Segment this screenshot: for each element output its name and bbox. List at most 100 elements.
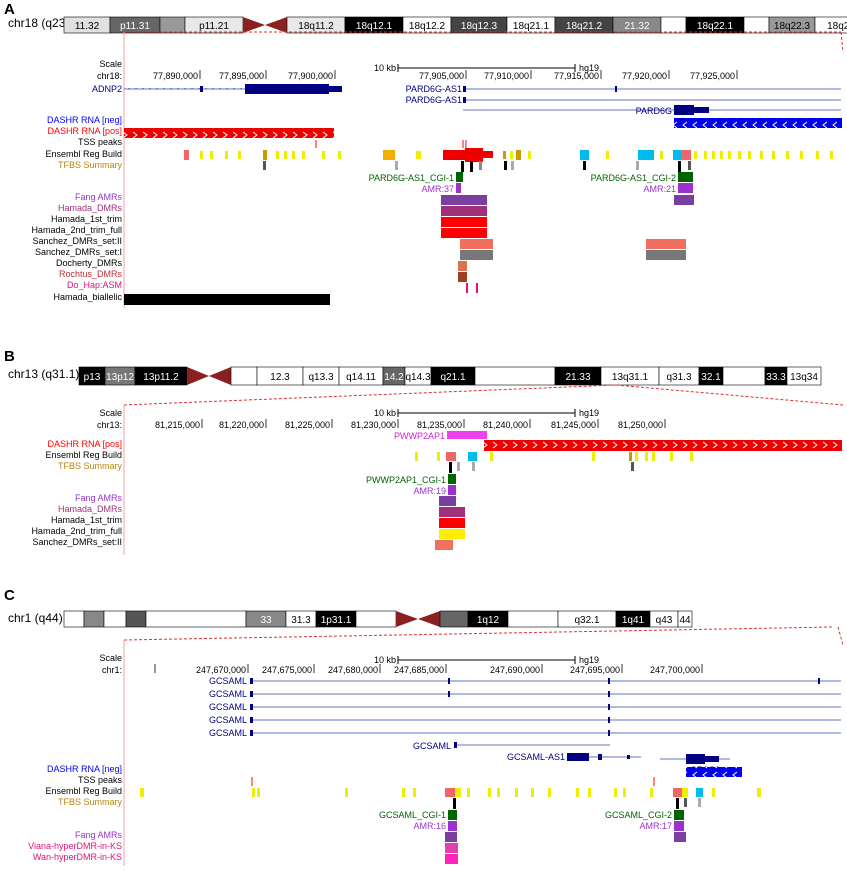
biallelic-feature [124, 294, 330, 305]
track-label: Fang AMRs [75, 493, 123, 503]
coordinate-tick-label: 247,695,000 [570, 665, 620, 675]
assembly-label: hg19 [579, 63, 599, 73]
chromosome-title: chr13 (q31.1) [8, 367, 79, 381]
track-label: Sanchez_DMRs_set:II [32, 236, 122, 246]
ideogram-band-label: p11.21 [199, 21, 229, 32]
track-label: Viana-hyperDMR-in-KS [28, 841, 122, 851]
ideogram-band-label: 14.2 [384, 372, 404, 383]
coordinate-tick-label: 81,245,000 [551, 420, 596, 430]
track-label: Hamada_biallelic [53, 292, 122, 302]
track-label: DASHR RNA [pos] [47, 126, 122, 136]
ideogram-band-label: 33.3 [766, 372, 786, 383]
ideogram-band [474, 366, 556, 386]
ideogram-band-label: q14.11 [346, 372, 376, 383]
ideogram-band-label: 18q23 [827, 21, 847, 32]
sanchez-ii-feature [646, 239, 686, 249]
ideogram-band-label: q31.3 [666, 372, 691, 383]
ideogram-band-label: 18q22.3 [774, 21, 811, 32]
coordinate-tick-label: 81,250,000 [618, 420, 663, 430]
asm-feature [466, 283, 468, 293]
gene-label: GCSAML [209, 728, 247, 738]
ideogram-band-label: 1p31.1 [321, 615, 352, 626]
rochtus-feature [458, 272, 467, 282]
centromere [418, 611, 440, 627]
centromere [187, 367, 209, 385]
cgi-feature [448, 810, 457, 820]
sanchez-i-feature [646, 250, 686, 260]
cgi-label: GCSAML_CGI-1 [379, 810, 446, 820]
gene-label: PARD6G-AS1 [406, 84, 462, 94]
track-label: Sanchez_DMRs_set:II [32, 537, 122, 547]
coordinate-tick-label: 81,240,000 [483, 420, 528, 430]
track-label: Hamada_2nd_trim_full [31, 526, 122, 536]
fang-amr-feature [445, 832, 457, 842]
amr-feature [448, 821, 457, 831]
panel-letter: A [4, 1, 15, 18]
hamada-1st-trim-feature [439, 518, 465, 528]
gene-label: ADNP2 [92, 84, 122, 94]
ideogram-band [507, 610, 559, 628]
ideogram-band-label: 1q41 [622, 615, 645, 626]
track-label: Fang AMRs [75, 192, 123, 202]
ideogram-band-label: 18q12.2 [409, 21, 446, 32]
track-label: Hamada_1st_trim [51, 515, 122, 525]
track-label: Hamada_DMRs [58, 203, 123, 213]
ideogram-band-label: 44 [679, 615, 691, 626]
reg-build-features [184, 148, 833, 162]
scale-label: Scale [99, 653, 122, 663]
ideogram-band [83, 610, 105, 628]
centromere [396, 611, 418, 627]
fang-amr-feature [439, 496, 456, 506]
ideogram-band-label: q21.1 [440, 372, 465, 383]
ideogram-band-label: 18q12.1 [356, 21, 393, 32]
ideogram-band-label: 32.1 [701, 372, 721, 383]
track-label: Do_Hap:ASM [67, 280, 122, 290]
ideogram-band-label: 13q31.1 [612, 372, 649, 383]
reg-build-features [415, 452, 693, 461]
track-label: DASHR RNA [neg] [47, 764, 122, 774]
coordinate-tick-label: 77,915,000 [554, 71, 599, 81]
coordinate-tick-label: 247,670,000 [196, 665, 246, 675]
zoom-guide [123, 384, 617, 406]
track-label: TFBS Summary [58, 797, 123, 807]
coordinate-tick-label: 81,230,000 [351, 420, 396, 430]
track-labels: DASHR RNA [neg]DASHR RNA [pos]TSS peaksE… [31, 115, 122, 302]
ideogram-band [125, 610, 147, 628]
cgi-label: PWWP2AP1_CGI-1 [366, 475, 446, 485]
ideogram-band [159, 16, 186, 34]
gene-label: GCSAML [413, 741, 451, 751]
ideogram-band [786, 366, 822, 386]
ideogram-band-label: q43 [656, 615, 673, 626]
fang-amr-feature [674, 195, 694, 205]
panel-letter: B [4, 348, 15, 365]
coordinate-tick-label: 247,680,000 [328, 665, 378, 675]
amr-label: AMR:37 [421, 184, 454, 194]
ideogram-band [722, 366, 766, 386]
ideogram-band-label: 13q34 [790, 372, 818, 383]
coordinate-tick-label: 77,890,000 [153, 71, 198, 81]
ideogram-band [63, 610, 85, 628]
cgi-label: PARD6G-AS1_CGI-1 [369, 173, 454, 183]
ideogram-band-label: 13p11.2 [143, 372, 179, 383]
scale-bar-label: 10 kb [374, 63, 396, 73]
viana-dmr-feature [445, 843, 458, 853]
ideogram-band-label: 11.32 [75, 21, 100, 32]
cgi-feature [448, 474, 456, 484]
sanchez-i-feature [460, 250, 493, 260]
gene-label: GCSAML [209, 676, 247, 686]
amr-label: AMR:19 [413, 486, 446, 496]
amr-feature [448, 485, 456, 495]
zoom-guide [123, 626, 833, 641]
coordinate-tick-label: 81,235,000 [417, 420, 462, 430]
coordinate-tick-label: 77,900,000 [288, 71, 333, 81]
ideogram-band-label: p11.31 [120, 21, 150, 32]
tfbs-features [449, 462, 634, 473]
coordinate-tick-label: 247,700,000 [650, 665, 700, 675]
coordinate-tick-label: 77,905,000 [419, 71, 464, 81]
gene-label: GCSAML [209, 689, 247, 699]
